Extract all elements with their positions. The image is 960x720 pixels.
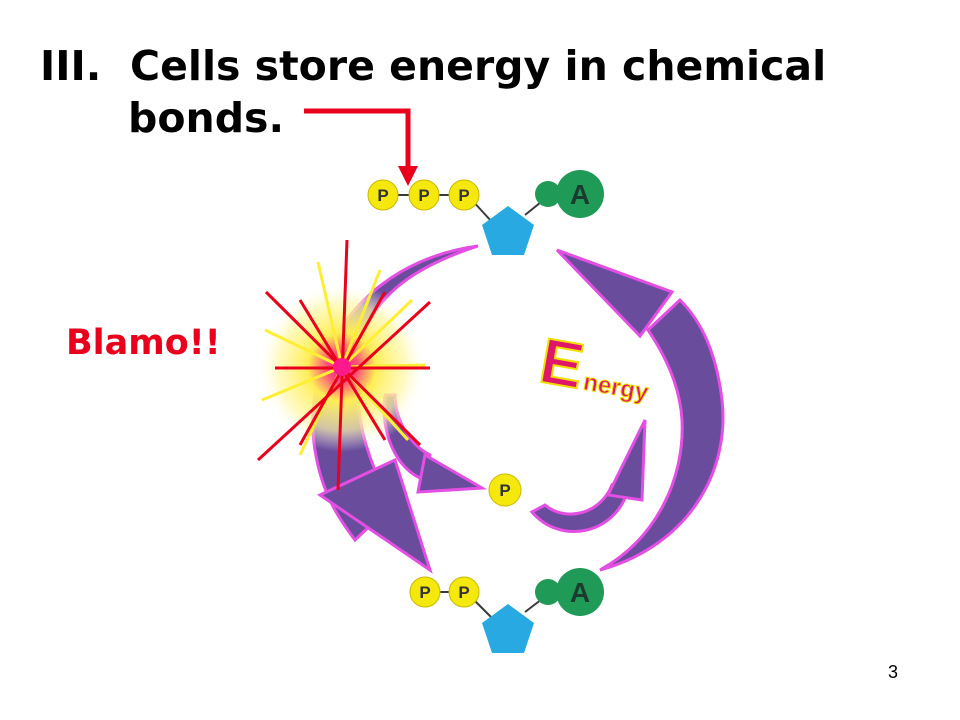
phosphate-return-arrow: [529, 419, 647, 533]
adp-phosphate-2: P: [448, 576, 480, 608]
atp-phosphate-1: P: [367, 179, 399, 211]
energy-initial: E: [535, 324, 590, 402]
svg-text:P: P: [458, 583, 469, 602]
blamo-callout: Blamo!!: [66, 323, 221, 363]
atp-linker: [535, 181, 561, 207]
svg-text:P: P: [419, 583, 430, 602]
atp-molecule: P P P A: [367, 170, 604, 255]
svg-text:P: P: [377, 186, 388, 205]
adp-molecule: P P A: [409, 568, 604, 653]
slide-title-line-1: Cells store energy in chemical: [130, 42, 827, 90]
atp-adenine: A: [556, 170, 604, 218]
title-number: III.: [40, 42, 102, 90]
svg-text:P: P: [499, 481, 510, 500]
right-cycle-arrow: [555, 248, 725, 572]
adp-linker: [535, 579, 561, 605]
svg-text:A: A: [570, 179, 590, 210]
atp-ribose: [482, 206, 534, 255]
atp-phosphate-2: P: [408, 179, 440, 211]
slide-number: 3: [888, 662, 899, 682]
energy-rest: nergy: [581, 369, 651, 407]
adp-phosphate-1: P: [409, 576, 441, 608]
free-phosphate: P: [488, 473, 522, 507]
energy-label: E nergy: [534, 323, 652, 407]
adp-ribose: [482, 604, 534, 653]
atp-phosphate-3: P: [448, 179, 480, 211]
svg-text:P: P: [418, 186, 429, 205]
svg-text:P: P: [458, 186, 469, 205]
slide-title-line-2: bonds.: [128, 94, 285, 142]
energy-burst: [256, 239, 432, 491]
pointer-arrow: [304, 108, 418, 186]
svg-text:A: A: [570, 577, 590, 608]
adp-adenine: A: [556, 568, 604, 616]
